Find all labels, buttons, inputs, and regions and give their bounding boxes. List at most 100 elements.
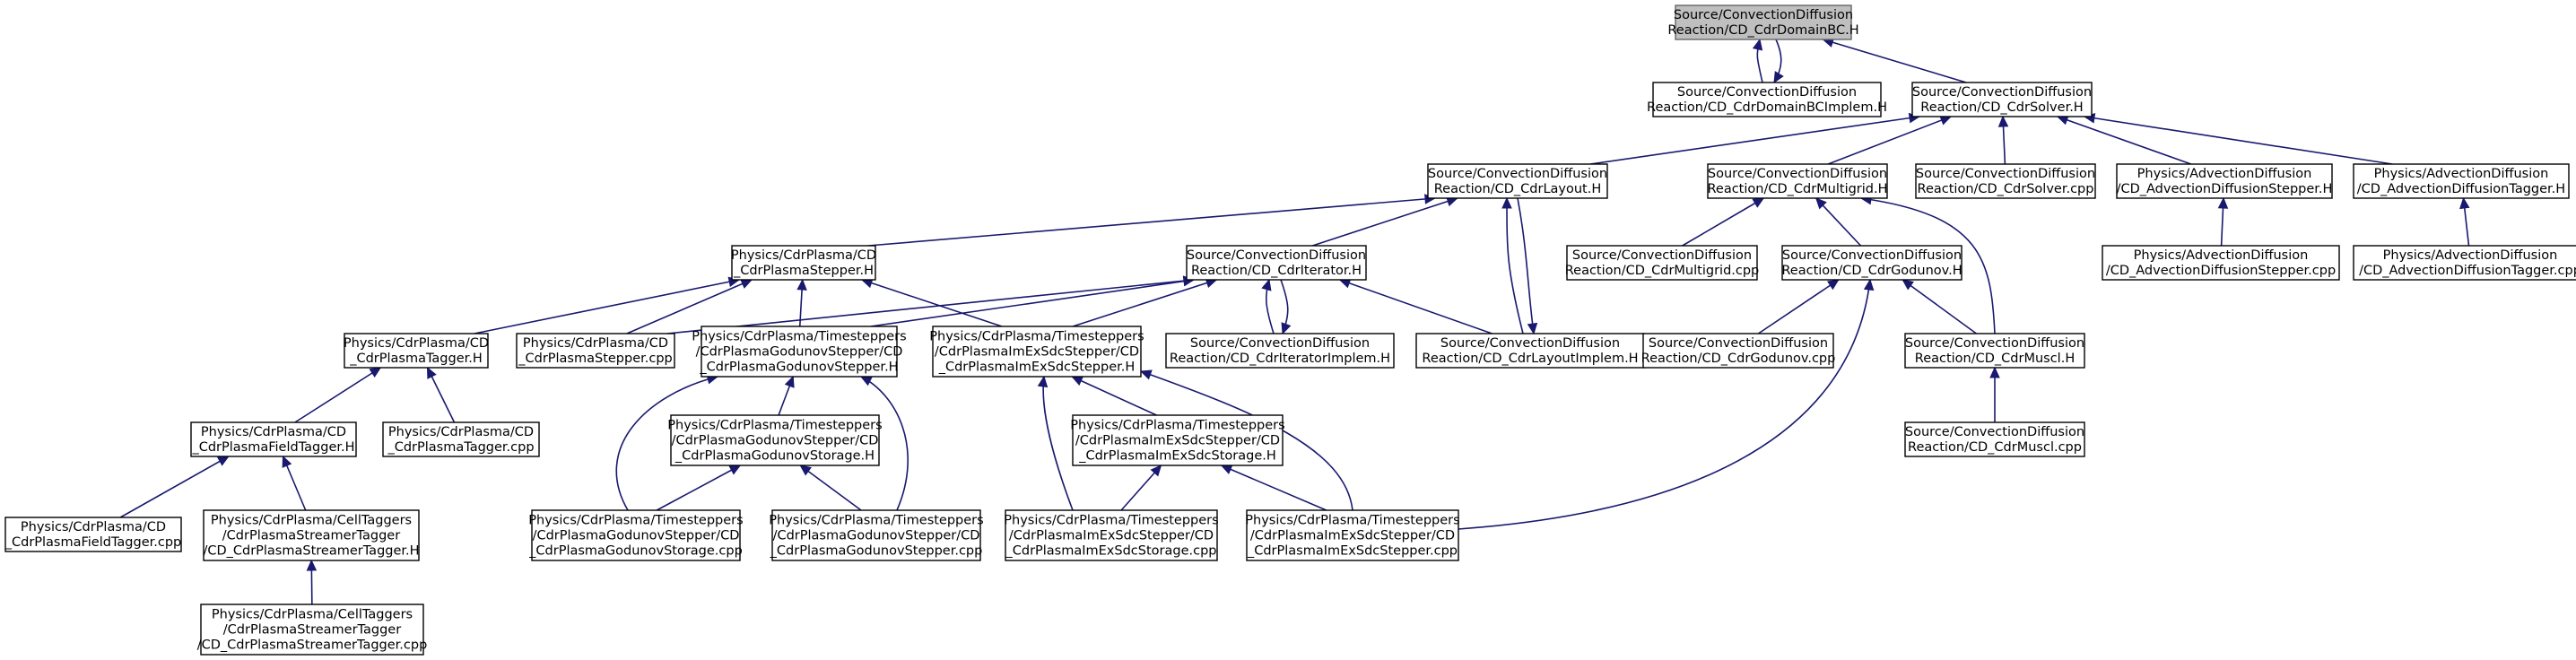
node-box <box>1072 414 1284 466</box>
node-box <box>200 604 424 656</box>
node-label-line: Reaction/CD_CdrDomainBCImplem.H <box>1647 100 1887 115</box>
file-node-musclH[interactable]: Source/ConvectionDiffusionReaction/CD_Cd… <box>1904 333 2085 369</box>
edge-line <box>1860 197 1996 334</box>
file-node-imexStorageCpp[interactable]: Physics/CdrPlasma/Timesteppers/CdrPlasma… <box>1004 509 1219 561</box>
node-box <box>1781 245 1962 281</box>
file-node-fieldTaggerH[interactable]: Physics/CdrPlasma/CD_CdrPlasmaFieldTagge… <box>190 421 357 457</box>
file-node-plasmaStepperH[interactable]: Physics/CdrPlasma/CD_CdrPlasmaStepper.H <box>731 245 876 281</box>
file-node-plasmaTaggerCpp[interactable]: Physics/CdrPlasma/CD_CdrPlasmaTagger.cpp <box>382 421 540 457</box>
file-node-godStorageH[interactable]: Physics/CdrPlasma/Timesteppers/CdrPlasma… <box>667 414 883 466</box>
file-node-iteratorH[interactable]: Source/ConvectionDiffusionReaction/CD_Cd… <box>1186 245 1367 281</box>
file-node-imexStepperCpp[interactable]: Physics/CdrPlasma/Timesteppers/CdrPlasma… <box>1245 509 1460 561</box>
edge-streamerTaggerH-to-fieldTaggerH <box>282 455 307 511</box>
node-box <box>1904 333 2085 369</box>
arrow-head <box>859 376 873 386</box>
arrow-head <box>1071 376 1084 386</box>
node-label-line: _CdrPlasmaImExSdcStepper.cpp <box>1247 544 1458 559</box>
node-label-line: Physics/CdrPlasma/CD <box>21 520 166 534</box>
arrow-head <box>1261 278 1272 291</box>
edge-line <box>1140 370 1353 511</box>
file-node-godunovCpp[interactable]: Source/ConvectionDiffusionReaction/CD_Cd… <box>1641 333 1836 369</box>
file-node-iterImplem[interactable]: Source/ConvectionDiffusionReaction/CD_Cd… <box>1165 333 1395 369</box>
file-node-layoutH[interactable]: Source/ConvectionDiffusionReaction/CD_Cd… <box>1427 163 1608 199</box>
file-node-imexStepperH[interactable]: Physics/CdrPlasma/Timesteppers/CdrPlasma… <box>929 326 1144 378</box>
node-box <box>344 333 489 369</box>
edge-line <box>656 465 741 511</box>
edge-line <box>1757 279 1840 334</box>
arrow-head <box>306 559 318 571</box>
edge-multigridCpp-to-multigridH <box>1682 197 1765 247</box>
node-label-line: Physics/CdrPlasma/CD <box>344 336 489 351</box>
nodes-layer: Source/ConvectionDiffusionReaction/CD_Cd… <box>4 4 2576 656</box>
file-node-godStepperH[interactable]: Physics/CdrPlasma/Timesteppers/CdrPlasma… <box>692 326 907 378</box>
node-label-line: Reaction/CD_CdrMuscl.H <box>1915 352 2075 366</box>
file-node-plasmaTaggerH[interactable]: Physics/CdrPlasma/CD_CdrPlasmaTagger.H <box>344 333 489 369</box>
node-label-line: Reaction/CD_CdrMultigrid.H <box>1707 182 1887 196</box>
arrow-head <box>1826 279 1840 291</box>
file-node-solverCpp[interactable]: Source/ConvectionDiffusionReaction/CD_Cd… <box>1915 163 2096 199</box>
node-label-line: Physics/CdrPlasma/CD <box>731 248 876 263</box>
node-box <box>4 517 182 552</box>
file-node-fieldTaggerCpp[interactable]: Physics/CdrPlasma/CD_CdrPlasmaFieldTagge… <box>4 517 182 552</box>
edge-line <box>666 279 1195 334</box>
file-node-streamerTaggerCpp[interactable]: Physics/CdrPlasma/CellTaggers/CdrPlasmaS… <box>197 604 428 656</box>
file-node-imexStorageH[interactable]: Physics/CdrPlasma/Timesteppers/CdrPlasma… <box>1070 414 1285 466</box>
node-label-line: Physics/CdrPlasma/Timesteppers <box>528 514 743 528</box>
file-node-layoutImplem[interactable]: Source/ConvectionDiffusionReaction/CD_Cd… <box>1415 333 1645 369</box>
edge-solverH-to-root <box>1822 37 1967 83</box>
node-box <box>1005 509 1218 561</box>
node-label-line: Physics/AdvectionDiffusion <box>2137 167 2312 181</box>
node-label-line: _CdrPlasmaStepper.cpp <box>518 352 673 366</box>
node-box <box>1915 163 2096 199</box>
node-label-line: Physics/CdrPlasma/CellTaggers <box>212 608 413 622</box>
node-label-line: Reaction/CD_CdrIterator.H <box>1191 264 1362 278</box>
edge-line <box>870 279 1195 327</box>
node-label-line: /CdrPlasmaImExSdcStepper/CD <box>935 345 1139 360</box>
node-label-line: /CdrPlasmaStreamerTagger <box>222 529 400 543</box>
node-box <box>731 245 876 281</box>
file-node-godStorageCpp[interactable]: Physics/CdrPlasma/Timesteppers/CdrPlasma… <box>528 509 744 561</box>
file-node-advStepperCpp[interactable]: Physics/AdvectionDiffusion/CD_AdvectionD… <box>2102 245 2340 281</box>
file-node-advTaggerH[interactable]: Physics/AdvectionDiffusion/CD_AdvectionD… <box>2353 163 2570 199</box>
arrow-head <box>784 375 795 388</box>
file-node-plasmaStepperCpp[interactable]: Physics/CdrPlasma/CD_CdrPlasmaStepper.cp… <box>516 333 675 369</box>
file-node-musclCpp[interactable]: Source/ConvectionDiffusionReaction/CD_Cd… <box>1904 421 2085 457</box>
file-node-solverH[interactable]: Source/ConvectionDiffusionReaction/CD_Cd… <box>1911 82 2093 117</box>
arrow-head <box>1220 465 1233 474</box>
root-node-root[interactable]: Source/ConvectionDiffusionReaction/CD_Cd… <box>1667 4 1859 40</box>
node-label-line: Source/ConvectionDiffusion <box>1677 85 1857 100</box>
node-label-line: Physics/CdrPlasma/CD <box>201 425 346 439</box>
file-node-godunovH[interactable]: Source/ConvectionDiffusionReaction/CD_Cd… <box>1781 245 1962 281</box>
file-node-advTaggerCpp[interactable]: Physics/AdvectionDiffusion/CD_AdvectionD… <box>2353 245 2576 281</box>
edge-imexStepperCpp-to-imexStorageH <box>1220 465 1327 511</box>
edge-imexStepperCpp-to-godunovH <box>1458 278 1875 530</box>
arrow-head <box>1773 71 1784 84</box>
arrow-head <box>1815 197 1827 210</box>
node-label-line: Reaction/CD_CdrSolver.H <box>1920 100 2083 115</box>
node-label-line: Physics/AdvectionDiffusion <box>2383 248 2558 263</box>
node-box <box>1246 509 1459 561</box>
node-label-line: Physics/AdvectionDiffusion <box>2134 248 2309 263</box>
edge-imexStepperH-to-iteratorH <box>1072 278 1218 327</box>
edge-godunovH-to-multigridH <box>1815 197 1862 247</box>
file-node-multigridCpp[interactable]: Source/ConvectionDiffusionReaction/CD_Cd… <box>1565 245 1760 281</box>
arrow-head <box>1863 278 1875 291</box>
node-label-line: Physics/CdrPlasma/Timesteppers <box>1004 514 1218 528</box>
node-box <box>1911 82 2093 117</box>
file-node-bcimplem[interactable]: Source/ConvectionDiffusionReaction/CD_Cd… <box>1647 82 1887 117</box>
file-node-streamerTaggerH[interactable]: Physics/CdrPlasma/CellTaggers/CdrPlasmaS… <box>203 509 420 561</box>
file-node-godStepperCpp[interactable]: Physics/CdrPlasma/Timesteppers/CdrPlasma… <box>769 509 984 561</box>
arrow-head <box>282 455 292 468</box>
node-label-line: _CdrPlasmaImExSdcStepper.H <box>938 360 1136 375</box>
file-node-advStepperH[interactable]: Physics/AdvectionDiffusion/CD_AdvectionD… <box>2116 163 2333 199</box>
node-label-line: /CdrPlasmaImExSdcStepper/CD <box>1075 434 1280 448</box>
edge-line <box>799 465 862 511</box>
file-node-multigridH[interactable]: Source/ConvectionDiffusionReaction/CD_Cd… <box>1707 163 1888 199</box>
edge-plasmaTaggerCpp-to-plasmaTaggerH <box>426 366 456 423</box>
node-box <box>2353 245 2576 281</box>
edge-fieldTaggerH-to-plasmaTaggerH <box>294 367 382 423</box>
edge-streamerTaggerCpp-to-streamerTaggerH <box>306 559 318 605</box>
node-label-line: Source/ConvectionDiffusion <box>1708 167 1887 181</box>
node-label-line: Reaction/CD_CdrSolver.cpp <box>1918 182 2094 196</box>
arrow-head <box>1752 38 1763 51</box>
